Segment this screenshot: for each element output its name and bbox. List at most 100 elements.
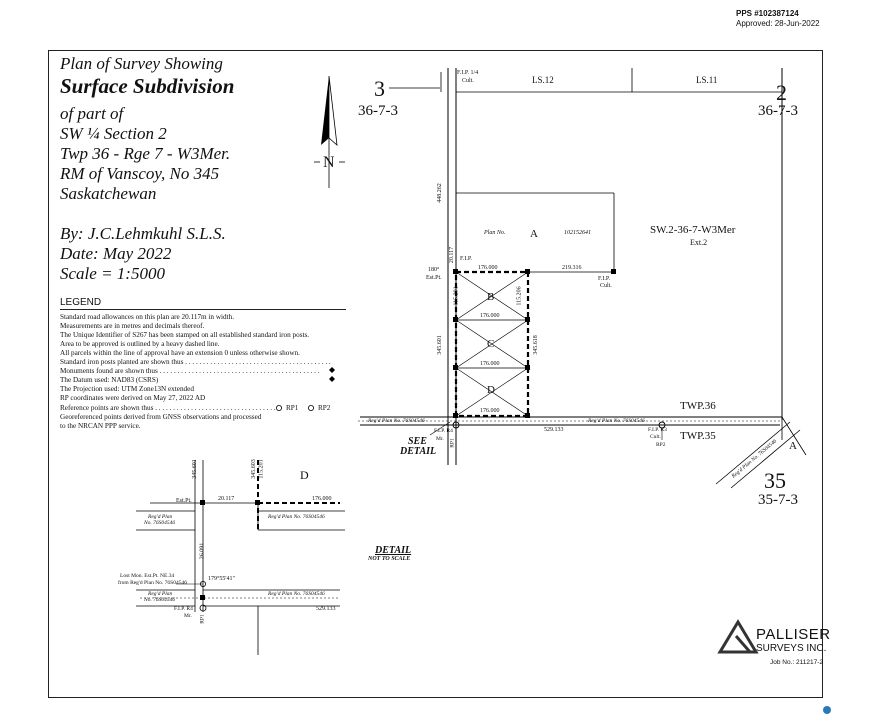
section-2: 2 [776, 80, 787, 105]
see-detail-2: DETAIL [400, 446, 437, 457]
survey-scale: Scale = 1:5000 [60, 264, 165, 283]
plan-border [48, 50, 823, 698]
legend-heading: LEGEND [60, 297, 102, 308]
rp1-label: RP1 [449, 438, 456, 448]
desc-line: of part of [60, 104, 124, 123]
legend-line: The Datum used: NAD83 (CSRS) [60, 376, 159, 384]
pps-number: PPS #102387124 [736, 9, 799, 18]
legend-line: Reference points are shown thus . . . . … [60, 404, 276, 412]
detail-parcel-d: D [300, 468, 309, 482]
section-35-sub: 35-7-3 [758, 492, 798, 508]
detail-reg-plan-1b: No. 76S04546 [144, 520, 176, 526]
detail-dim-115: 115.201 [258, 459, 265, 479]
fip-r4-label: F.I.P. R4 [434, 428, 453, 434]
ref-point-symbol [307, 404, 314, 411]
ext2-label: Ext.2 [690, 238, 708, 247]
parcel-a-label: A [530, 228, 538, 240]
est-pt-label: Est.Pt. [426, 275, 442, 281]
cult-label-2: Cult. [600, 283, 612, 289]
detail-angle: 179°55'41" [208, 576, 235, 582]
legend-line: Standard road allowances on this plan ar… [60, 313, 234, 321]
detail-est-pt: Est.Pt. [176, 498, 192, 504]
parcel-a2-label: A [789, 440, 797, 452]
north-label: N [323, 154, 335, 171]
title-line2: Surface Subdivision [60, 74, 235, 98]
mr-label: Mr. [436, 436, 444, 442]
dim-176-top: 176.000 [478, 265, 498, 271]
detail-rp1: RP1 [199, 614, 206, 624]
detail-reg-plan-3b: No. 76S04546 [144, 597, 176, 603]
surveyor: By: J.C.Lehmkuhl S.L.S. [60, 224, 226, 243]
approval-boundary [454, 270, 530, 418]
desc-line: Twp 36 - Rge 7 - W3Mer. [60, 144, 231, 163]
dim-20117: 20.117 [449, 246, 456, 264]
sw2-label: SW.2-36-7-W3Mer [650, 224, 736, 236]
iron-post-symbol [329, 367, 335, 373]
legend-line: The Projection used: UTM Zone13N extende… [60, 385, 194, 393]
dim-176-b: 176.000 [480, 313, 500, 319]
legend-line: RP coordinates were derived on May 27, 2… [60, 394, 206, 402]
section-3-sub: 36-7-3 [358, 103, 398, 119]
parcel-d-label: D [487, 384, 495, 396]
detail-reg-plan-2: Reg'd Plan No. 76S04546 [268, 514, 325, 520]
monument-symbol [329, 376, 335, 382]
ls12-label: LS.12 [532, 75, 554, 85]
reg-plan-left: Reg'd Plan No. 76S04546 [368, 418, 425, 424]
dim-176-c: 176.000 [480, 361, 500, 367]
cult-label-3: Cult. [650, 434, 661, 440]
north-arrow [314, 75, 345, 188]
plan-number: 102152641 [564, 230, 591, 236]
legend-rp2: RP2 [318, 404, 331, 412]
ref-point-symbol [275, 404, 282, 411]
legend-line: Area to be approved is outlined by a hea… [60, 340, 220, 348]
section-35: 35 [764, 468, 786, 493]
legend-line: The Unique Identifier of S267 has been s… [60, 331, 310, 339]
legend-rule [60, 309, 346, 310]
legend-line: All parcels within the line of approval … [60, 349, 300, 357]
legend-line: Standard iron posts planted are shown th… [60, 358, 331, 366]
parcel-c-label: C [487, 338, 495, 350]
detail-dim-345a: 345.601 [191, 459, 198, 479]
fip-label-2: F.I.P. [598, 276, 611, 282]
legend-line: Measurements are in metres and decimals … [60, 322, 205, 330]
detail-reg-plan-1: Reg'd Plan [148, 514, 173, 520]
desc-line: Saskatchewan [60, 184, 157, 203]
legend-line: Georeferenced points derived from GNSS o… [60, 413, 262, 421]
legend-rp1: RP1 [286, 404, 299, 412]
dim-345: 345.601 [436, 335, 443, 355]
desc-line: RM of Vanscoy, No 345 [60, 164, 220, 183]
legend-line: to the NRCAN PPP service. [60, 422, 141, 430]
twp36-label: TWP.36 [680, 400, 716, 412]
survey-date: Date: May 2022 [60, 244, 172, 263]
fip-quarter-label: F.I.P. 1/4 [457, 70, 479, 76]
detail-reg-plan-4: Reg'd Plan No. 76S04546 [268, 591, 325, 597]
see-detail-1: SEE [408, 436, 427, 447]
parcel-b-label: B [487, 291, 495, 303]
detail-title: DETAIL [375, 545, 412, 556]
dim-115-east: 115.206 [516, 286, 523, 306]
company-sub: SURVEYS INC. [756, 643, 827, 654]
detail-subtitle: NOT TO SCALE [368, 556, 411, 562]
palliser-logo-icon [717, 619, 759, 654]
detail-dim-176: 176.000 [312, 496, 332, 502]
detail-fip-r4: F.I.P. R4 [174, 606, 193, 612]
dim-176-d: 176.000 [480, 408, 500, 414]
plan-no-label: Plan No. [484, 230, 506, 236]
detail-lost-mon-2: from Reg'd Plan No. 76S04546 [118, 580, 187, 586]
detail-dim-26091: 26.091 [199, 542, 206, 560]
detail-mr: Mr. [184, 613, 192, 619]
deg180-label: 180° [428, 267, 440, 273]
dim-448: 448.262 [436, 183, 443, 203]
reg-plan-right: Reg'd Plan No. 76S04546 [588, 418, 645, 424]
section-2-sub: 36-7-3 [758, 103, 798, 119]
title-line1: Plan of Survey Showing [60, 54, 223, 73]
cult-label: Cult. [462, 78, 474, 84]
rp2-label: RP2 [656, 442, 666, 448]
detail-dim-20117: 20.117 [218, 496, 235, 502]
legend-line: Monuments found are shown thus . . . . .… [60, 367, 320, 375]
section-3: 3 [374, 76, 385, 101]
ls11-label: LS.11 [696, 75, 718, 85]
desc-line: SW ¼ Section 2 [60, 124, 167, 143]
approved-date: Approved: 28-Jun-2022 [736, 19, 820, 28]
